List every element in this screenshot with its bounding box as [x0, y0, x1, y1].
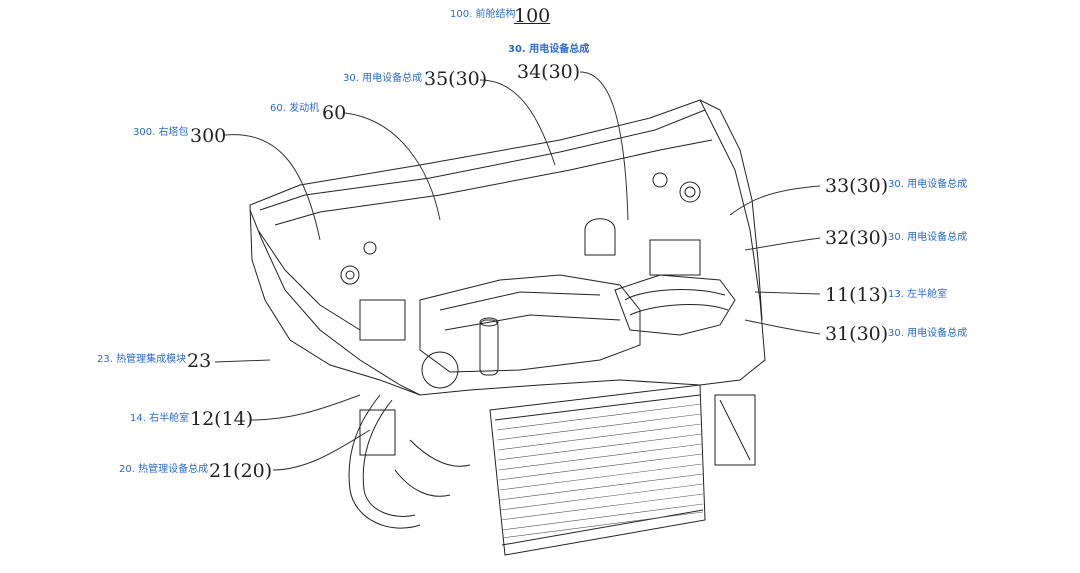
annotation-60: 60. 发动机 [270, 103, 320, 114]
ref-number-32: 32(30) [825, 227, 889, 249]
annotation-12: 14. 右半舱室 [130, 413, 190, 424]
right-tower-body [249, 209, 421, 396]
annotation-11: 13. 左半舱室 [888, 289, 948, 300]
annotation-30-top: 30. 用电设备总成 [508, 44, 590, 55]
annotation-300: 300. 右塔包 [133, 127, 189, 138]
ref-number-35: 35(30) [424, 68, 488, 90]
engine-block [419, 274, 641, 373]
annotation-35: 30. 用电设备总成 [343, 73, 423, 84]
leader-lines [214, 71, 821, 471]
ref-number-23: 23 [187, 350, 212, 372]
ref-number-60: 60 [322, 102, 347, 124]
ref-number-12: 12(14) [190, 408, 254, 430]
ref-number-100: 100 [514, 5, 551, 27]
annotation-23: 23. 热管理集成模块 [97, 354, 187, 365]
annotation-100: 100. 前舱结构 [450, 9, 516, 20]
ref-number-300: 300 [190, 125, 227, 147]
annotation-31: 30. 用电设备总成 [888, 328, 968, 339]
radiator [489, 384, 706, 556]
annotation-32: 30. 用电设备总成 [888, 232, 968, 243]
annotation-21: 20. 热管理设备总成 [119, 464, 209, 475]
ref-number-11: 11(13) [825, 284, 889, 306]
ref-number-21: 21(20) [209, 460, 273, 482]
ref-number-34: 34(30) [517, 61, 581, 83]
air-filter-box [614, 274, 736, 336]
cowl-outline [249, 99, 766, 396]
ref-number-33: 33(30) [825, 175, 889, 197]
annotation-33: 30. 用电设备总成 [888, 179, 968, 190]
ref-number-31: 31(30) [825, 323, 889, 345]
